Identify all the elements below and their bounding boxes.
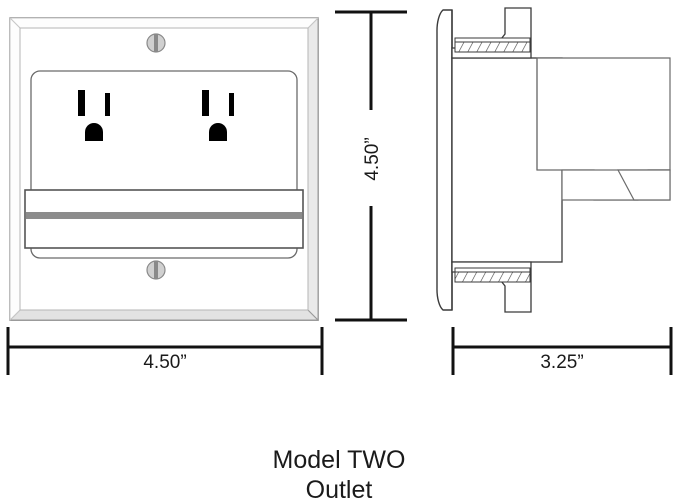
slot-neutral-left [78, 90, 85, 116]
dimension-front-height: 4.50” [335, 10, 407, 322]
screw-bottom [146, 260, 166, 280]
rear-housing-chamfer [617, 169, 671, 201]
plate-bevel-top-light [8, 17, 320, 29]
caption-line-2: Outlet [306, 476, 373, 502]
plate-bevel-left-light [9, 16, 21, 322]
dim-front-height-label: 4.50” [362, 137, 383, 180]
front-view [8, 16, 320, 322]
dim-vertical-text-mask [361, 110, 383, 206]
ground-pin-right [209, 123, 227, 141]
thread-hatch-bottom [454, 267, 531, 283]
plate-bevel-bottom-shade [8, 309, 320, 321]
caption-line-1: Model TWO [273, 446, 406, 474]
slot-neutral-right [202, 90, 209, 116]
receptacle-left [78, 90, 110, 141]
dimension-front-width: 4.50” [6, 327, 324, 375]
screw-slot-top [154, 34, 158, 52]
dim-front-width-label: 4.50” [143, 352, 186, 373]
dimension-side-depth: 3.25” [451, 327, 673, 375]
slot-hot-right [229, 93, 234, 116]
screw-slot-bottom [154, 261, 158, 279]
side-faceplate [436, 9, 453, 311]
ground-pin-left [85, 123, 103, 141]
slot-hot-left [105, 93, 110, 116]
side-view [436, 7, 671, 313]
divider-bar [26, 212, 302, 219]
screw-top [146, 33, 166, 53]
plate-bevel-right-shade [307, 16, 319, 322]
receptacle-right [202, 90, 234, 141]
dim-side-depth-label: 3.25” [540, 352, 583, 373]
thread-hatch-top [454, 37, 531, 53]
